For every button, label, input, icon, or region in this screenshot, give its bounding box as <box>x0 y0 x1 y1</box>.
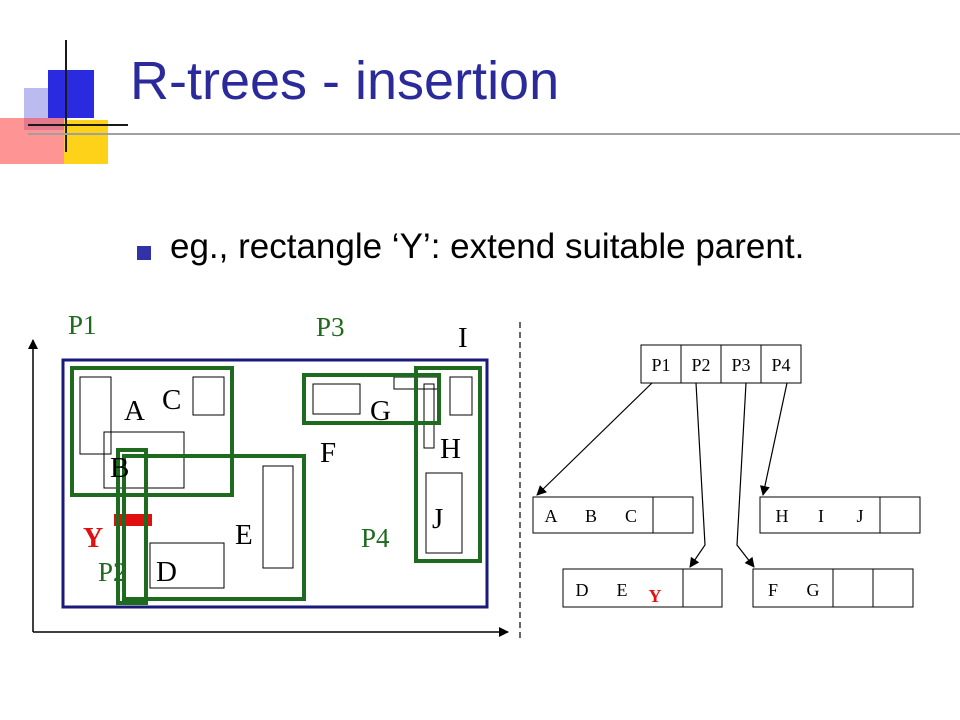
leaf-p2-entry-2: E <box>617 580 628 600</box>
deco-yellow-square <box>64 120 108 164</box>
bullet-marker <box>137 246 151 260</box>
leaf-p1-entry-2: B <box>585 506 597 526</box>
leaf-p4-entry-2: I <box>818 506 824 526</box>
rect-i <box>449 376 473 416</box>
pointer-p4 <box>759 382 788 496</box>
slide-title: R-trees - insertion <box>130 51 560 111</box>
root-entry-1: P1 <box>651 355 670 375</box>
rect-e <box>262 465 294 569</box>
label-b: B <box>110 452 129 484</box>
label-d: D <box>156 556 177 588</box>
deco-horizontal-line <box>28 124 128 126</box>
rect-f <box>312 383 361 415</box>
rect-c <box>192 376 225 416</box>
rect-a <box>79 376 112 455</box>
pointer-p3 <box>736 382 755 568</box>
label-f: F <box>320 437 336 469</box>
pointer-p2 <box>689 382 706 568</box>
pointer-p1 <box>536 382 653 496</box>
rect-j <box>425 472 463 554</box>
deco-vertical-line <box>65 40 67 152</box>
label-h: H <box>440 433 461 465</box>
leaf-p4-entry-1: H <box>776 506 789 526</box>
root-frame <box>61 358 489 609</box>
label-i: I <box>458 322 468 354</box>
bullet-text: eg., rectangle ‘Y’: extend suitable pare… <box>170 227 805 266</box>
leaf-p2-entry-1: D <box>576 580 589 600</box>
leaf-p3-entry-2: G <box>807 580 820 600</box>
label-c: C <box>162 384 181 416</box>
rect-d <box>149 542 225 589</box>
label-g: G <box>370 395 391 427</box>
root-entry-2: P2 <box>691 355 710 375</box>
label-j: J <box>432 503 443 535</box>
tree-root-node: P1 P2 P3 P4 <box>640 344 802 384</box>
label-p3: P3 <box>316 312 345 342</box>
group-p2-extended <box>116 448 148 605</box>
rect-h <box>423 383 435 449</box>
tree-leaf-p3: F G <box>752 568 914 608</box>
group-p4 <box>414 366 482 563</box>
root-entry-4: P4 <box>771 355 790 375</box>
label-a: A <box>124 395 145 427</box>
title-divider <box>28 133 960 135</box>
group-p1 <box>70 366 234 497</box>
label-p1: P1 <box>68 310 97 340</box>
leaf-p4-entry-3: J <box>856 506 863 526</box>
tree-leaf-p1: A B C <box>532 496 694 534</box>
label-y: Y <box>83 523 103 554</box>
leaf-p3-entry-1: F <box>768 580 778 600</box>
group-p2 <box>122 454 306 601</box>
label-p4: P4 <box>361 523 390 553</box>
label-p2: P2 <box>98 557 127 587</box>
leaf-p1-entry-1: A <box>545 506 558 526</box>
deco-blue-square-main <box>48 70 94 118</box>
tree-leaf-p2: D E Y <box>562 568 723 608</box>
leaf-p2-entry-3: Y <box>649 586 662 606</box>
root-entry-3: P3 <box>731 355 750 375</box>
leaf-p1-entry-3: C <box>625 506 637 526</box>
group-p3 <box>302 373 441 425</box>
label-e: E <box>235 519 253 551</box>
tree-leaf-p4: H I J <box>759 496 921 534</box>
